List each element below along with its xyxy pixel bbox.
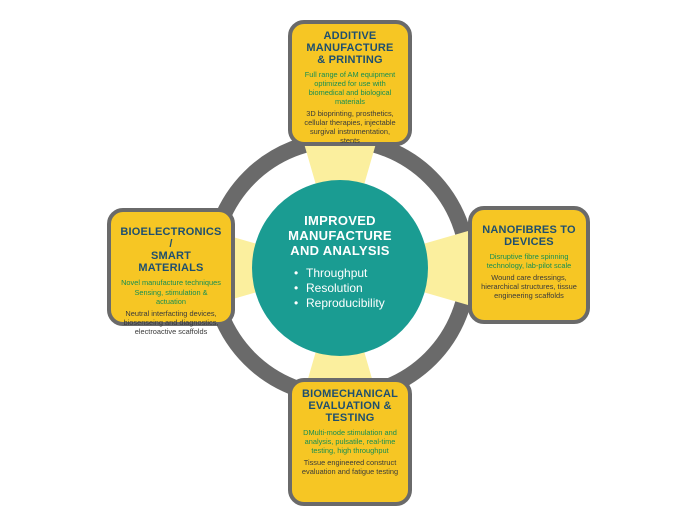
title-line: ADDITIVE bbox=[323, 30, 377, 42]
bullet-marker: • bbox=[294, 266, 299, 280]
center-bullet-list: • Throughput • Resolution • Reproducibility bbox=[252, 266, 428, 311]
biomechanical-detail: Tissue engineered construct evaluation a… bbox=[301, 458, 399, 476]
center-title-line: IMPROVED bbox=[304, 213, 376, 228]
bioelectronics-highlight-2: Sensing, stimulation & actuation bbox=[134, 288, 208, 306]
title-line: TESTING bbox=[325, 412, 375, 424]
biomechanical-title: BIOMECHANICAL EVALUATION & TESTING bbox=[300, 388, 400, 424]
center-bullet-item: • Resolution bbox=[294, 281, 428, 296]
additive-manufacture-title: ADDITIVE MANUFACTURE & PRINTING bbox=[300, 30, 400, 66]
bioelectronics-title: BIOELECTRONICS / SMART MATERIALS bbox=[119, 226, 223, 274]
center-title-line: AND ANALYSIS bbox=[290, 243, 390, 258]
nanofibres-highlight: Disruptive fibre spinning technology, la… bbox=[486, 252, 572, 270]
bullet-marker: • bbox=[294, 296, 299, 310]
center-title: IMPROVED MANUFACTURE AND ANALYSIS bbox=[252, 213, 428, 258]
title-line: BIOMECHANICAL bbox=[301, 388, 399, 400]
title-line: & PRINTING bbox=[317, 54, 383, 66]
title-line: SMART MATERIALS bbox=[138, 250, 204, 274]
bioelectronics-box: BIOELECTRONICS / SMART MATERIALS Novel m… bbox=[107, 208, 235, 336]
bullet-text: Reproducibility bbox=[306, 296, 385, 310]
title-line: DEVICES bbox=[504, 236, 554, 248]
biomechanical-box: BIOMECHANICAL EVALUATION & TESTING DMult… bbox=[288, 378, 412, 506]
improved-manufacture-circle: IMPROVED MANUFACTURE AND ANALYSIS • Throu… bbox=[252, 180, 428, 356]
title-line: BIOELECTRONICS / bbox=[120, 226, 222, 250]
bullet-marker: • bbox=[294, 281, 299, 295]
bullet-text: Throughput bbox=[306, 266, 368, 280]
center-title-line: MANUFACTURE bbox=[288, 228, 392, 243]
nanofibres-detail: Wound care dressings, hierarchical struc… bbox=[481, 273, 577, 300]
biomechanical-highlight: DMulti-mode stimulation and analysis, pu… bbox=[303, 428, 397, 455]
title-line: NANOFIBRES TO bbox=[482, 224, 576, 236]
title-line: EVALUATION & bbox=[308, 400, 392, 412]
title-line: MANUFACTURE bbox=[306, 42, 394, 54]
center-bullet-item: • Reproducibility bbox=[294, 296, 428, 311]
bioelectronics-highlight-1: Novel manufacture techniques bbox=[121, 278, 221, 287]
bullet-text: Resolution bbox=[306, 281, 363, 295]
nanofibres-title: NANOFIBRES TO DEVICES bbox=[480, 224, 578, 248]
additive-manufacture-detail: 3D bioprinting, prosthetics, cellular th… bbox=[304, 109, 396, 145]
additive-manufacture-box: ADDITIVE MANUFACTURE & PRINTING Full ran… bbox=[288, 20, 412, 146]
additive-manufacture-highlight: Full range of AM equipment optimized for… bbox=[304, 70, 396, 106]
center-bullet-item: • Throughput bbox=[294, 266, 428, 281]
bioelectronics-detail: Neutral interfacting devices, biosensein… bbox=[123, 309, 219, 336]
nanofibres-box: NANOFIBRES TO DEVICES Disruptive fibre s… bbox=[468, 206, 590, 324]
